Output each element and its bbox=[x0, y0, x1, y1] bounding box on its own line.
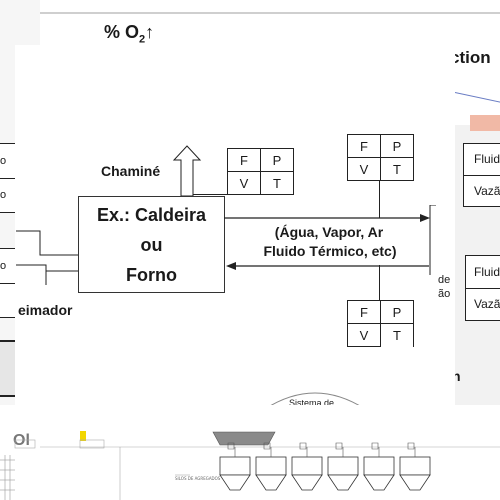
o2-heading: % O2↑ bbox=[104, 22, 155, 46]
burner-lines bbox=[16, 230, 78, 285]
bottom-fragment: Ol bbox=[13, 432, 30, 449]
fluids-label-line2: Fluido Térmico, etc) bbox=[263, 243, 397, 259]
fpvt-cell-v: V bbox=[347, 157, 381, 181]
fpvt-cell-v: V bbox=[227, 171, 261, 195]
schematic-drawing: SILOS DE AGREGADOS bbox=[0, 431, 500, 500]
de-label: de bbox=[438, 274, 451, 286]
yellow-marker bbox=[80, 431, 86, 441]
fluids-label-line1: (Água, Vapor, Ar bbox=[274, 224, 384, 240]
fpvt-cell-v: V bbox=[347, 323, 381, 347]
fpvt-cell-p: P bbox=[380, 300, 414, 324]
fpvt-cell-p: P bbox=[260, 148, 294, 172]
fpvt-cell-t: T bbox=[260, 171, 294, 195]
fpvt-cell-f: F bbox=[347, 134, 381, 158]
left-bottom-panel bbox=[0, 340, 15, 397]
fpvt-cell-t: T bbox=[380, 157, 414, 181]
fpvt-cell-f: F bbox=[347, 300, 381, 324]
inlet-connector bbox=[379, 265, 380, 300]
right-box-b-label-1: Fluid bbox=[466, 256, 500, 289]
equipment-label-line2: ou bbox=[140, 234, 163, 255]
ao-label: ão bbox=[438, 288, 451, 300]
bottom-left-line bbox=[0, 395, 15, 397]
svg-text:SILOS DE AGREGADOS: SILOS DE AGREGADOS bbox=[175, 476, 221, 481]
right-fluid-box-a: Fluid Vazã bbox=[463, 143, 500, 207]
outlet-connector bbox=[379, 181, 380, 218]
divider-line bbox=[40, 12, 500, 14]
right-heading-fragment: ction bbox=[450, 48, 491, 67]
right-fluid-box-b: Fluid Vazã bbox=[465, 255, 500, 321]
sistema-arc bbox=[264, 392, 366, 410]
fpvt-cell-f: F bbox=[227, 148, 261, 172]
fpvt-cell-t: T bbox=[380, 323, 414, 347]
left-cell-3: o bbox=[0, 249, 15, 284]
equipment-label-line3: Forno bbox=[126, 264, 177, 285]
background-top-band bbox=[40, 0, 500, 45]
fpvt-cell-p: P bbox=[380, 134, 414, 158]
left-cell-1: o bbox=[0, 144, 15, 179]
chimney-label: Chaminé bbox=[101, 163, 161, 179]
flow-arrows bbox=[224, 205, 436, 275]
chimney-arrow-icon bbox=[172, 145, 202, 197]
background-right-band bbox=[455, 45, 500, 125]
left-cell-2: o bbox=[0, 189, 7, 201]
right-box-b-label-2: Vazã bbox=[474, 297, 500, 311]
chimney-connector bbox=[193, 194, 227, 195]
left-box-top: o o bbox=[0, 143, 16, 213]
pink-shape bbox=[470, 115, 500, 131]
right-n-fragment: n bbox=[452, 368, 461, 384]
burner-label: eimador bbox=[18, 302, 73, 318]
right-box-a-label-1: Fluid bbox=[464, 144, 500, 176]
equipment-box: Ex.: Caldeira ou Forno bbox=[78, 196, 225, 293]
sistema-label: Sistema de bbox=[289, 398, 335, 408]
equipment-label-line1: Ex.: Caldeira bbox=[96, 204, 207, 225]
right-box-a-label-2: Vazã bbox=[474, 184, 500, 198]
